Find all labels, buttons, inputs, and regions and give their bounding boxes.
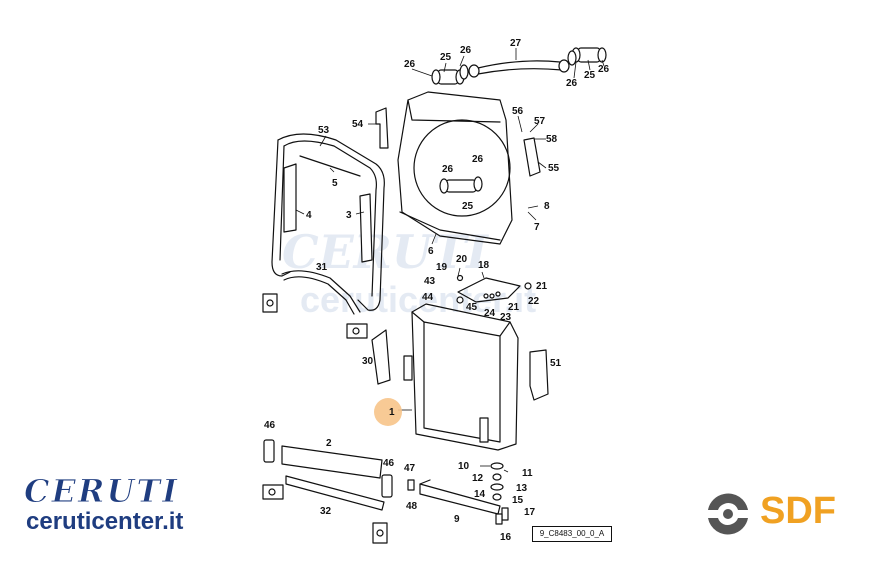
callout-26: 26 — [472, 154, 484, 165]
callout-4: 4 — [306, 210, 312, 221]
bracket-18 — [457, 277, 521, 303]
callout-14: 14 — [474, 489, 486, 500]
callout-24: 24 — [484, 308, 496, 319]
pad-46-right — [381, 474, 393, 498]
callout-57: 57 — [534, 116, 546, 127]
strip-32 — [285, 475, 385, 511]
callout-26: 26 — [566, 78, 578, 89]
ceruti-logo: CERUTI — [24, 476, 179, 511]
callout-2: 2 — [326, 438, 332, 449]
ceruti-logo-text: CERUTI — [24, 476, 179, 510]
radiator-core — [403, 303, 519, 451]
callout-21: 21 — [536, 281, 548, 292]
callout-12: 12 — [472, 473, 484, 484]
seal-31 — [281, 270, 361, 313]
callout-26: 26 — [442, 164, 454, 175]
callout-30: 30 — [362, 356, 374, 367]
callout-16: 16 — [500, 532, 512, 543]
mount-stack — [490, 462, 509, 525]
bracket-54 — [375, 107, 389, 149]
note-icon-mid — [346, 323, 368, 339]
ceruti-url[interactable]: ceruticenter.it — [26, 508, 184, 535]
panel-51 — [529, 349, 549, 401]
sdf-swirl-icon — [708, 493, 748, 535]
note-icon-bottom-mid — [372, 522, 388, 544]
callout-43: 43 — [424, 276, 436, 287]
bracket-9 — [419, 483, 501, 515]
callout-25: 25 — [440, 52, 452, 63]
callout-20: 20 — [456, 254, 468, 265]
callout-7: 7 — [534, 222, 540, 233]
callout-9: 9 — [454, 514, 460, 525]
callout-17: 17 — [524, 507, 536, 518]
callout-6: 6 — [428, 246, 434, 257]
callout-45: 45 — [466, 302, 478, 313]
callout-19: 19 — [436, 262, 448, 273]
callout-1: 1 — [389, 407, 395, 418]
callout-18: 18 — [478, 260, 490, 271]
callout-8: 8 — [544, 201, 550, 212]
callout-47: 47 — [404, 463, 416, 474]
callout-23: 23 — [500, 312, 512, 323]
panel-30 — [371, 329, 391, 385]
callout-55: 55 — [548, 163, 560, 174]
callout-3: 3 — [346, 210, 352, 221]
bracket-55 — [523, 137, 541, 177]
callout-13: 13 — [516, 483, 528, 494]
callout-27: 27 — [510, 38, 522, 49]
seal-frame — [277, 133, 385, 311]
callout-46: 46 — [264, 420, 276, 431]
callout-22: 22 — [528, 296, 540, 307]
callout-26: 26 — [460, 45, 472, 56]
callout-48: 48 — [406, 501, 418, 512]
fan-shroud — [397, 91, 513, 245]
sdf-logo-text: SDF — [760, 490, 836, 532]
callout-15: 15 — [512, 495, 524, 506]
callout-53: 53 — [318, 125, 330, 136]
reference-code: 9_C8483_00_0_A — [532, 526, 612, 542]
callout-21: 21 — [508, 302, 520, 313]
watermark-brand: CERUTI — [282, 225, 489, 279]
pad-46-left — [263, 439, 275, 463]
callout-10: 10 — [458, 461, 470, 472]
callout-labels: 26 25 26 27 26 25 26 53 54 56 57 58 55 2… — [264, 38, 610, 543]
note-icon-bottom-left — [262, 484, 284, 500]
callout-32: 32 — [320, 506, 332, 517]
sdf-logo — [708, 493, 748, 535]
panel-2 — [281, 445, 383, 479]
callout-26: 26 — [404, 59, 416, 70]
highlight-callout-1 — [374, 398, 402, 426]
callout-31: 31 — [316, 262, 328, 273]
callout-5: 5 — [332, 178, 338, 189]
callout-58: 58 — [546, 134, 558, 145]
callout-26: 26 — [598, 64, 610, 75]
callout-51: 51 — [550, 358, 562, 369]
callout-54: 54 — [352, 119, 364, 130]
callout-44: 44 — [422, 292, 434, 303]
callout-11: 11 — [522, 468, 533, 479]
callout-25: 25 — [462, 201, 474, 212]
leader-lines — [295, 48, 605, 473]
rod-5 — [299, 155, 361, 177]
callout-46: 46 — [383, 458, 395, 469]
plate-3 — [359, 193, 373, 263]
note-icon-left — [262, 293, 278, 313]
plate-4 — [283, 163, 297, 233]
upper-hose-assembly — [431, 47, 607, 85]
callout-25: 25 — [584, 70, 596, 81]
callout-56: 56 — [512, 106, 524, 117]
